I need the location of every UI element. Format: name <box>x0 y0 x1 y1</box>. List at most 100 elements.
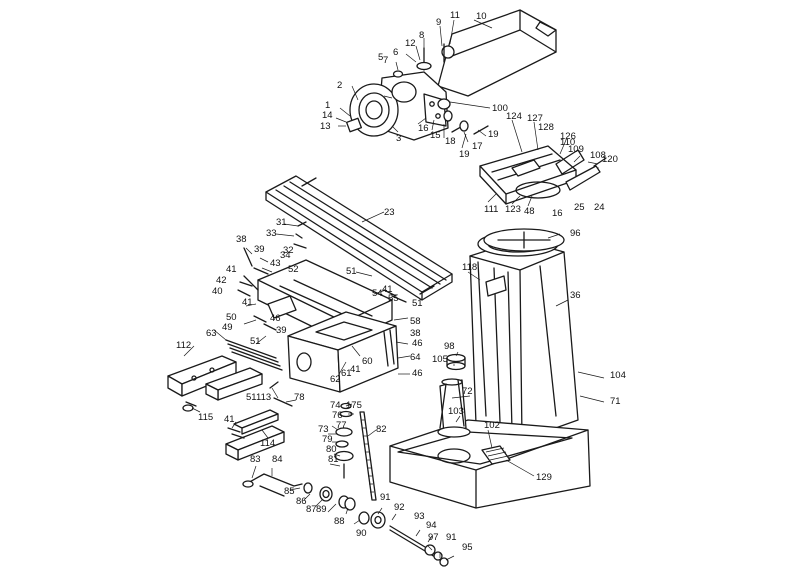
part-callout-72: 72 <box>462 386 473 397</box>
part-callout-49: 49 <box>222 322 233 333</box>
part-callout-31: 31 <box>276 217 287 228</box>
part-callout-77: 77 <box>336 420 347 431</box>
column <box>469 231 579 441</box>
part-callout-55: 55 <box>388 293 399 304</box>
knee <box>287 311 399 393</box>
part-callout-115: 115 <box>198 412 213 423</box>
part-callout-34: 34 <box>280 250 291 261</box>
part-callout-38: 38 <box>410 328 421 339</box>
part-callout-18: 18 <box>445 136 456 147</box>
part-callout-11: 11 <box>450 10 460 21</box>
part-callout-16: 16 <box>552 208 563 219</box>
part-callout-14: 14 <box>322 110 333 121</box>
part-callout-23: 23 <box>384 207 395 218</box>
part-callout-51: 51 <box>246 392 257 403</box>
part-callout-105: 105 <box>432 354 448 365</box>
part-callout-25: 25 <box>574 202 585 213</box>
part-callout-110: 110 <box>560 137 575 148</box>
part-callout-2: 2 <box>337 80 342 91</box>
part-callout-82: 82 <box>376 424 387 435</box>
part-callout-7: 7 <box>383 55 388 66</box>
part-callout-15: 15 <box>430 130 441 141</box>
part-callout-100: 100 <box>492 103 508 114</box>
part-callout-3: 3 <box>396 133 401 144</box>
part-callout-124: 124 <box>506 111 522 122</box>
part-callout-74: 74 <box>330 400 341 411</box>
gib-strips <box>225 339 283 371</box>
part-callout-24: 24 <box>594 202 605 213</box>
part-callout-123: 123 <box>505 204 521 215</box>
part-callout-109: 109 <box>568 144 584 155</box>
lock-block-114 <box>225 425 285 461</box>
part-callout-41: 41 <box>224 414 235 425</box>
part-callout-80: 80 <box>326 444 337 455</box>
part-callout-126: 126 <box>560 131 576 142</box>
part-callout-51: 51 <box>250 336 261 347</box>
part-callout-8: 8 <box>419 30 424 41</box>
column-cap-ring <box>483 228 565 252</box>
part-callout-111: 111 <box>484 204 498 215</box>
part-callout-33: 33 <box>266 228 277 239</box>
part-callout-175: 175 <box>346 400 362 411</box>
part-callout-39: 39 <box>276 325 287 336</box>
part-callout-51: 51 <box>412 298 423 309</box>
part-callout-46: 46 <box>270 313 281 324</box>
part-callout-103: 103 <box>448 406 464 417</box>
part-callout-43: 43 <box>270 258 281 269</box>
nut-stack <box>334 402 354 479</box>
part-callout-85: 85 <box>284 486 295 497</box>
part-callout-63: 63 <box>206 328 217 339</box>
part-callout-17: 17 <box>472 141 483 152</box>
part-callout-84: 84 <box>272 454 283 465</box>
part-callout-94: 94 <box>426 520 437 531</box>
part-callout-38: 38 <box>236 234 247 245</box>
part-callout-58: 58 <box>410 316 421 327</box>
part-callout-102: 102 <box>484 420 500 431</box>
bevel-shaft-parts <box>303 482 449 567</box>
part-callout-41: 41 <box>350 364 361 375</box>
part-callout-108: 108 <box>590 150 606 161</box>
part-callout-12: 12 <box>405 38 416 49</box>
lock-block-113 <box>205 367 263 401</box>
worktable <box>265 175 453 301</box>
part-callout-127: 127 <box>527 113 543 124</box>
part-callout-87: 87 <box>306 504 317 515</box>
part-callout-89: 89 <box>316 504 327 515</box>
vise-assembly <box>479 145 607 205</box>
part-callout-19: 19 <box>459 149 470 160</box>
part-callout-36: 36 <box>570 290 581 301</box>
pedestal <box>437 378 471 438</box>
part-callout-13: 13 <box>320 121 331 132</box>
part-callout-78: 78 <box>294 392 305 403</box>
part-callout-50: 50 <box>226 312 237 323</box>
part-callout-83: 83 <box>250 454 261 465</box>
part-callout-104: 104 <box>610 370 626 381</box>
crank-handle <box>242 473 303 497</box>
part-callout-114: 114 <box>260 438 275 449</box>
part-callout-73: 73 <box>318 424 329 435</box>
part-callout-88: 88 <box>334 516 345 527</box>
part-callout-92: 92 <box>394 502 405 513</box>
part-callout-93: 93 <box>414 511 425 522</box>
part-callout-81: 81 <box>328 454 339 465</box>
part-callout-91: 91 <box>380 492 391 503</box>
part-callout-129: 129 <box>536 472 552 483</box>
part-callout-41: 41 <box>382 284 393 295</box>
part-callout-16: 16 <box>418 123 429 134</box>
head-housing <box>349 71 449 141</box>
part-callout-120: 120 <box>602 154 618 165</box>
part-callout-10: 10 <box>476 11 487 22</box>
part-callout-46: 46 <box>412 368 423 379</box>
misc-bolts <box>182 221 407 439</box>
part-callout-79: 79 <box>322 434 333 445</box>
part-callout-46: 46 <box>412 338 423 349</box>
overarm-ram <box>437 9 557 97</box>
part-callout-64: 64 <box>410 352 421 363</box>
elevation-screw <box>359 411 377 501</box>
part-callout-39: 39 <box>254 244 265 255</box>
part-callout-60: 60 <box>362 356 373 367</box>
part-callout-48: 48 <box>524 206 535 217</box>
part-callout-5: 5 <box>378 52 383 63</box>
